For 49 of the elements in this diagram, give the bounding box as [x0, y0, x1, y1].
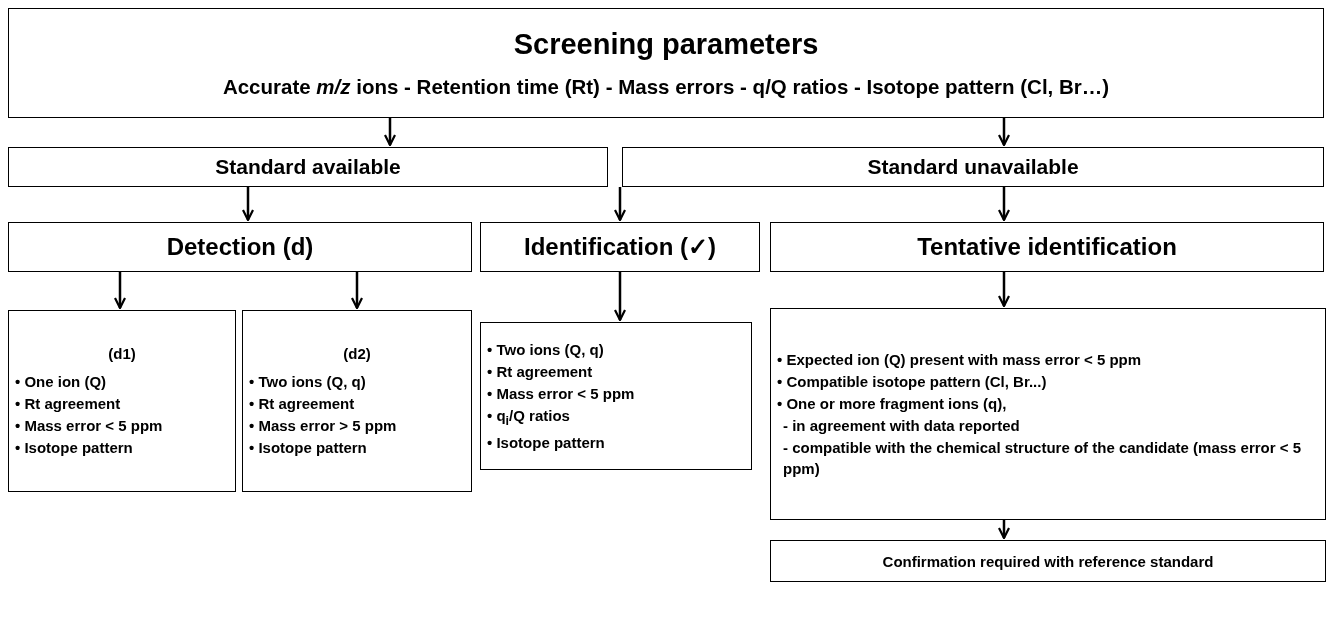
criteria-item: • Isotope pattern: [487, 432, 606, 453]
criteria-box: [480, 322, 752, 470]
arrow: [113, 272, 127, 310]
criteria-item: • q$_{i}$/Q ratios: [487, 405, 571, 430]
criteria-item: • Mass error > 5 ppm: [249, 416, 398, 436]
box-label: Standard unavailable: [866, 155, 1080, 179]
criteria-box: [770, 308, 1326, 520]
box-label: Detection (d): [165, 233, 315, 261]
arrow: [997, 520, 1011, 540]
criteria-item: • One ion (Q): [15, 372, 108, 392]
criteria-heading: (d1): [107, 344, 137, 364]
arrow: [383, 118, 397, 147]
criteria-item: • Isotope pattern: [15, 438, 134, 458]
criteria-item: • Compatible isotope pattern (Cl, Br...): [777, 372, 1048, 392]
criteria-item: • Isotope pattern: [249, 438, 368, 458]
criteria-item: • Mass error < 5 ppm: [487, 383, 636, 404]
title: Screening parameters: [512, 27, 820, 61]
criteria-item: • Two ions (Q, q): [487, 339, 605, 360]
arrow: [241, 187, 255, 222]
conclusion-box: [770, 540, 1326, 582]
arrow: [613, 272, 627, 322]
criteria-item: • Mass error < 5 ppm: [15, 416, 164, 436]
criteria-heading: (d2): [342, 344, 372, 364]
criteria-item: • Rt agreement: [15, 394, 122, 414]
arrow: [997, 118, 1011, 147]
box-label: Standard available: [214, 155, 402, 179]
criteria-item: • One or more fragment ions (q),: [777, 394, 1008, 414]
category-box: [770, 222, 1324, 272]
arrow: [997, 187, 1011, 222]
box-label: Identification (✓): [523, 233, 717, 261]
criteria-item: • Expected ion (Q) present with mass error < 5 ppm: [777, 350, 1143, 370]
criteria-box: [242, 310, 472, 492]
category-box: [480, 222, 760, 272]
box-label: Confirmation required with reference standard: [881, 552, 1215, 570]
parameters-box: [8, 8, 1324, 118]
criteria-item: • Rt agreement: [487, 361, 594, 382]
criteria-item: • Two ions (Q, q): [249, 372, 367, 392]
arrow: [997, 272, 1011, 308]
criteria-box: [8, 310, 236, 492]
category-box: [622, 147, 1324, 187]
criteria-item: • Rt agreement: [249, 394, 356, 414]
arrow: [350, 272, 364, 310]
criteria-item: - compatible with the chemical structure of the candidate (mass error < 5 ppm): [782, 438, 1303, 479]
category-box: [8, 222, 472, 272]
box-label: Tentative identification: [916, 233, 1178, 261]
category-box: [8, 147, 608, 187]
arrow: [613, 187, 627, 222]
parameter-list: Accurate m/z ions - Retention time (Rt) - Mass errors - q/Q ratios - Isotope pattern (Cl, Br…): [9, 74, 1323, 99]
criteria-item: - in agreement with data reported: [782, 416, 1021, 436]
